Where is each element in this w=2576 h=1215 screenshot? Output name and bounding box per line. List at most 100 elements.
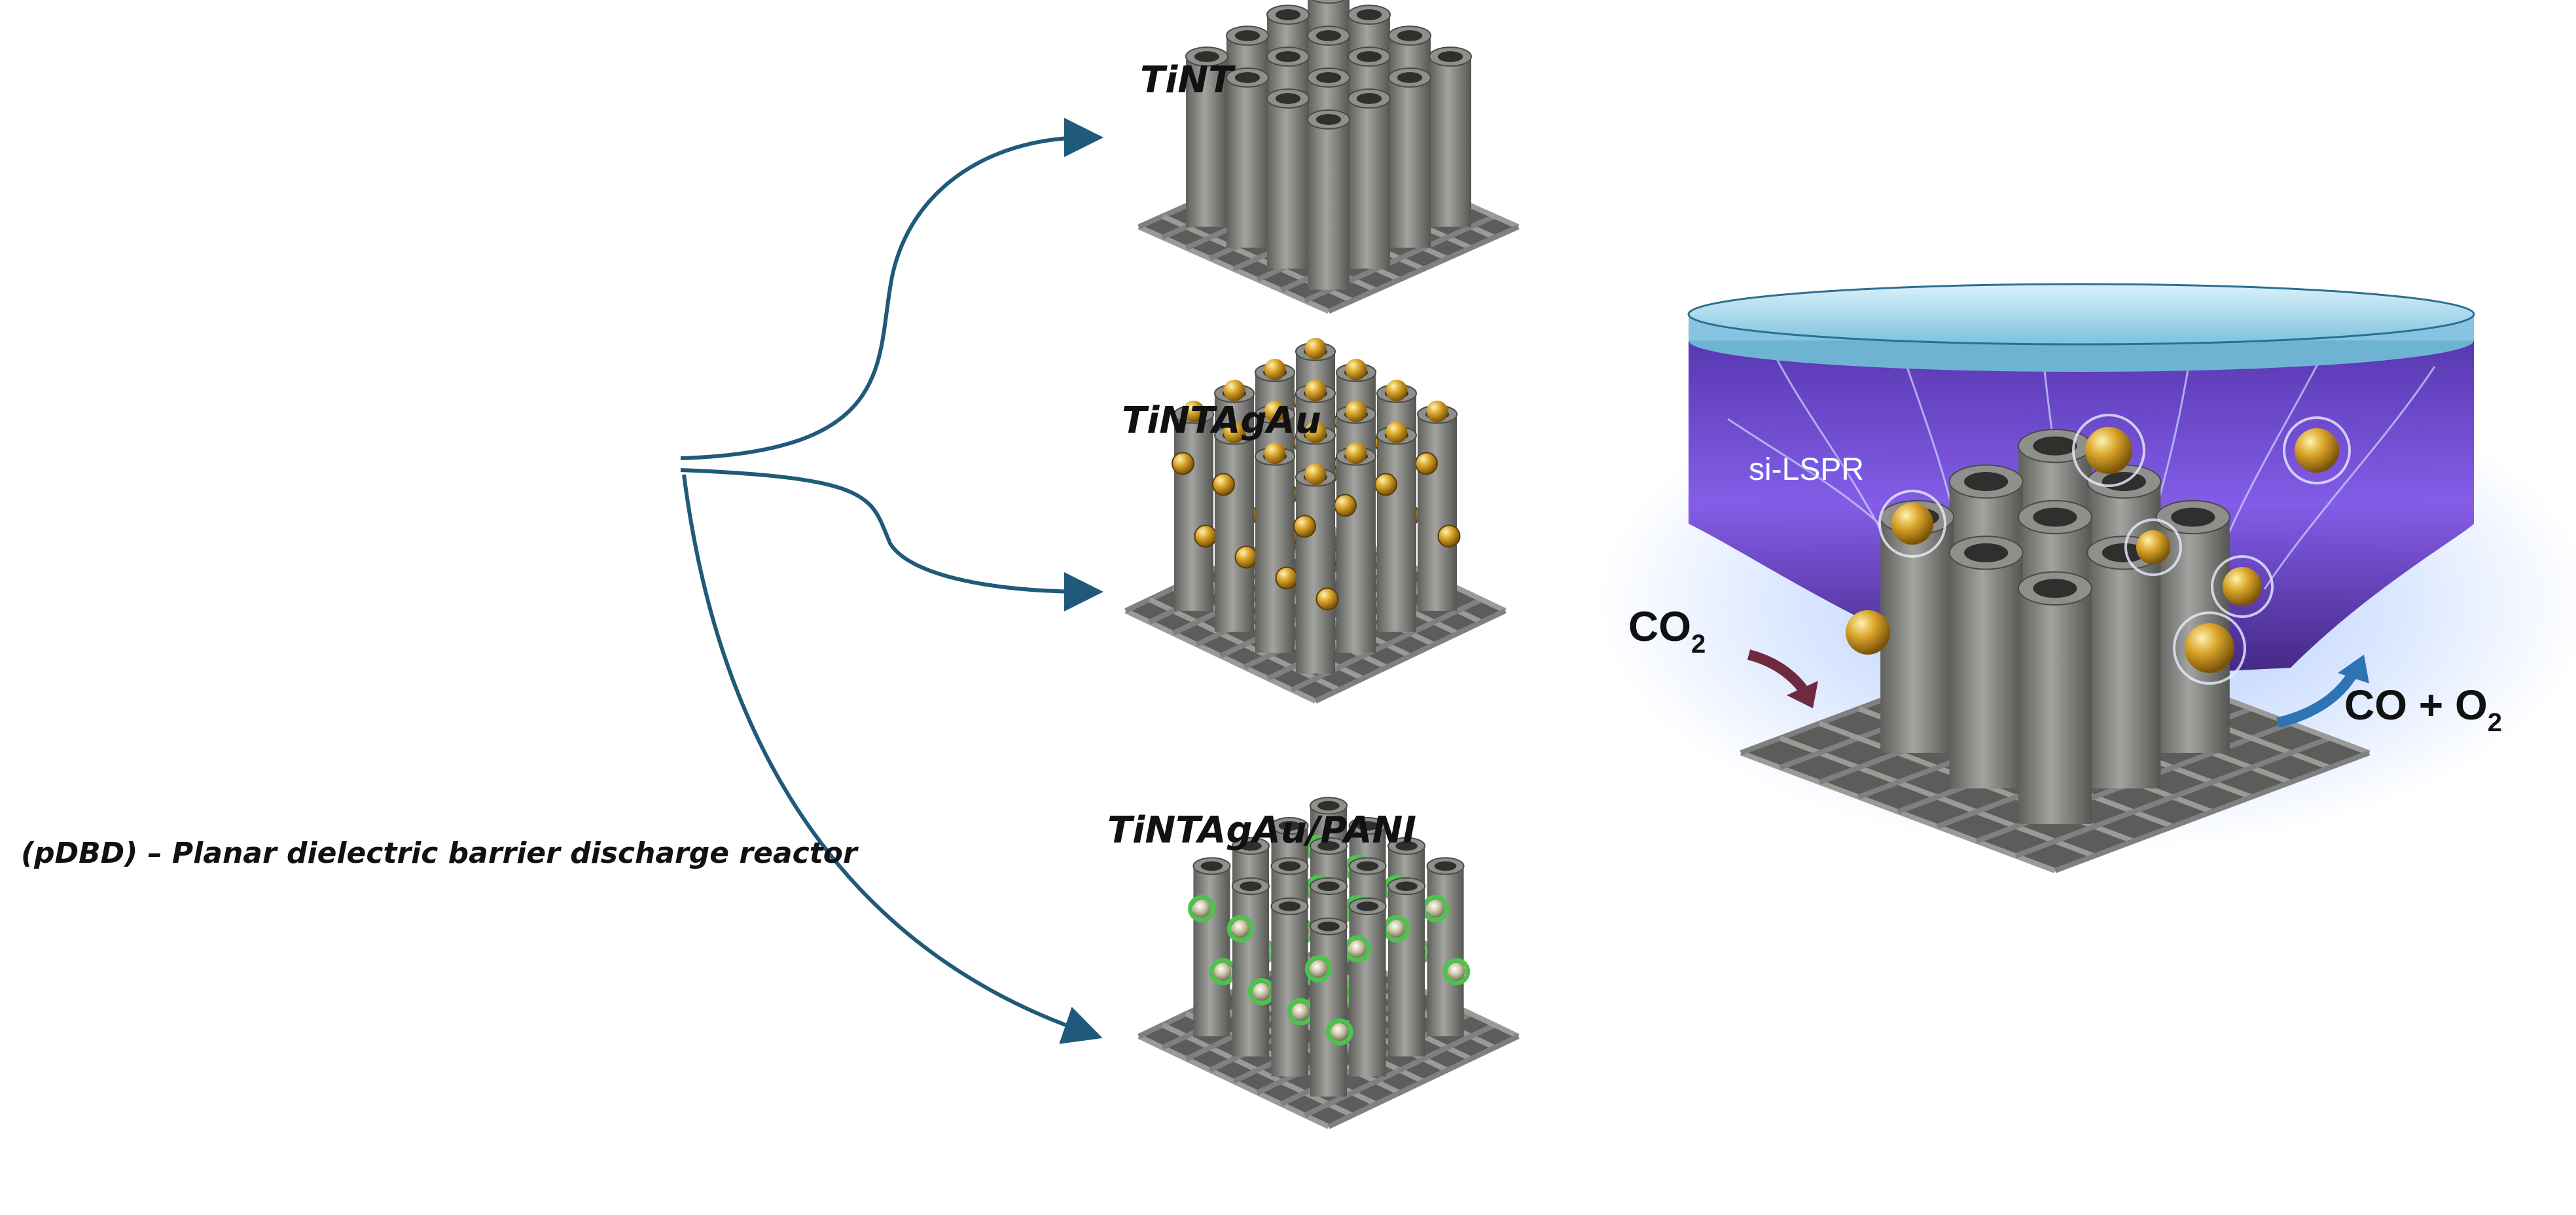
agau-nanoparticle xyxy=(1304,338,1327,359)
nanotube-opening xyxy=(1240,841,1262,851)
agau-nanoparticle xyxy=(1426,401,1448,422)
agau-nanoparticle xyxy=(1386,380,1408,401)
nanotube xyxy=(1271,906,1308,1077)
nanotube-opening xyxy=(1315,114,1342,125)
nanotube xyxy=(1336,456,1376,653)
nanotube xyxy=(1348,98,1390,269)
agau-nanoparticle xyxy=(1386,422,1408,443)
agau-nanoparticle xyxy=(1447,962,1465,981)
agau-nanoparticle xyxy=(1212,473,1235,496)
arrow-to-tint xyxy=(680,118,1103,460)
nanotube-opening xyxy=(1356,821,1379,831)
tint-array xyxy=(1137,0,1520,314)
reactant-subscript: 2 xyxy=(1691,630,1706,659)
agau-nanoparticle xyxy=(1310,960,1328,978)
agau-nanoparticle xyxy=(1348,940,1367,958)
mesh-strand xyxy=(1314,608,1507,704)
agau-nanoparticle xyxy=(1291,1003,1310,1021)
nanotube-opening xyxy=(1317,881,1340,891)
agau-nanoparticle xyxy=(1345,443,1367,464)
mesh-strand xyxy=(1327,224,1520,314)
nanotube-opening xyxy=(1395,881,1418,891)
nanotube xyxy=(1308,119,1350,290)
nanotube-opening xyxy=(1200,861,1223,871)
product-formula: CO + O xyxy=(2344,681,2488,729)
floating-particle xyxy=(2185,623,2234,673)
floating-particle xyxy=(2295,428,2339,473)
nanotube-opening xyxy=(1317,921,1340,932)
pani-shell xyxy=(1188,895,1215,922)
nanotube-opening xyxy=(1397,72,1423,83)
agau-nanoparticle xyxy=(1426,899,1444,918)
pani-shell xyxy=(1226,915,1255,943)
floating-particle xyxy=(1891,503,1933,545)
nanotube-opening xyxy=(1395,841,1418,851)
agau-nanoparticle xyxy=(1213,962,1232,981)
nanotube xyxy=(1377,435,1416,632)
agau-nanoparticle xyxy=(1264,401,1286,422)
reactor-lid xyxy=(1687,283,2475,346)
agau-nanoparticle xyxy=(1253,983,1271,1001)
nanotube xyxy=(1232,886,1269,1057)
nanotube xyxy=(1255,456,1295,653)
nanotube-opening xyxy=(2033,507,2077,527)
nanotube-opening xyxy=(1275,93,1301,104)
sample-title-tintagau-pani: TiNTAgAu/PANI xyxy=(1107,809,1417,852)
pani-shell xyxy=(1304,955,1333,983)
mesh-strand xyxy=(2054,750,2370,873)
nanotube xyxy=(1949,553,2023,789)
mesh-strand xyxy=(1291,597,1483,693)
agau-nanoparticle xyxy=(1264,443,1286,464)
agau-nanoparticle xyxy=(1194,524,1217,548)
nanotube xyxy=(1226,77,1268,248)
mesh-strand xyxy=(2014,735,2331,859)
floating-particle xyxy=(2085,427,2132,474)
nanotube-opening xyxy=(1317,801,1340,811)
branch-arrows xyxy=(680,118,1103,1044)
tintagau-array xyxy=(1124,338,1507,704)
nanotube xyxy=(1389,77,1431,248)
agau-nanoparticle xyxy=(1304,380,1327,401)
nanotube xyxy=(1267,98,1309,269)
product-label: CO + O2 xyxy=(2344,681,2502,737)
agau-nanoparticle xyxy=(1437,524,1461,548)
nanotube xyxy=(1174,414,1213,611)
nanotube xyxy=(1427,866,1464,1036)
nanotube-opening xyxy=(1194,51,1220,62)
nanotube-opening xyxy=(1234,72,1261,83)
nanotube xyxy=(1296,477,1335,674)
floating-particle xyxy=(2173,611,2246,685)
nanotube-opening xyxy=(1356,861,1379,871)
nanotube-opening xyxy=(1275,9,1301,20)
nanotube-opening xyxy=(1240,881,1262,891)
nanotube-opening xyxy=(1278,821,1301,831)
nanotube xyxy=(1880,517,1954,753)
floating-nanoparticles xyxy=(1846,414,2351,685)
agau-nanoparticle xyxy=(1234,545,1258,569)
nanotube-opening xyxy=(1434,861,1457,871)
nanotube xyxy=(2018,588,2092,824)
lspr-label: si-LSPR xyxy=(1749,452,1865,487)
floating-particle xyxy=(2072,414,2145,487)
nanotube-opening xyxy=(1275,51,1301,62)
product-subscript: 2 xyxy=(2487,708,2502,737)
nanotube xyxy=(2087,553,2161,789)
nanotube xyxy=(1349,906,1386,1077)
nanotube-opening xyxy=(1397,30,1423,41)
agau-nanoparticle xyxy=(1304,463,1327,485)
nanotube-opening xyxy=(1356,9,1382,20)
co2-inlet-arrow xyxy=(1747,649,1811,697)
nanotube xyxy=(1310,926,1347,1097)
nanotube-opening xyxy=(1234,30,1261,41)
reactor-nanotube-array xyxy=(1740,429,2370,873)
floating-particle xyxy=(1878,490,1946,558)
agau-nanoparticle xyxy=(1264,359,1286,380)
mesh-strand xyxy=(1304,1023,1496,1118)
agau-nanoparticle xyxy=(1223,422,1245,443)
reactant-label: CO2 xyxy=(1628,602,1706,659)
nanotube-opening xyxy=(1437,51,1463,62)
agau-nanoparticle xyxy=(1415,452,1438,475)
nanotube xyxy=(1388,886,1425,1057)
nanotube-opening xyxy=(2033,579,2077,598)
